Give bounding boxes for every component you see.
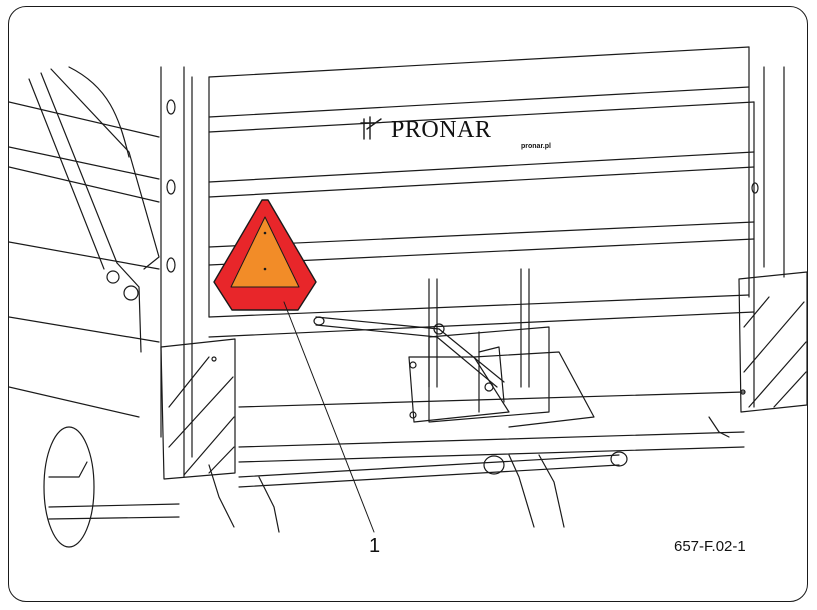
pronar-logo-icon: [360, 116, 382, 140]
slow-moving-vehicle-triangle-icon: [213, 199, 317, 311]
callout-leader-line: [283, 301, 375, 533]
brand-url-text: pronar.pl: [521, 143, 551, 150]
left-reflector-plate: [160, 338, 236, 480]
lamp-bracket: [408, 268, 595, 428]
right-reflector-plate: [738, 271, 807, 413]
underframe: [43, 416, 730, 548]
figure-code: 657-F.02-1: [674, 538, 746, 555]
hinge-holes: [166, 99, 759, 273]
figure-frame: PRONAR pronar.pl 1 657-F.02-1: [8, 6, 808, 602]
left-side-boards: [9, 101, 160, 418]
trailer-rear-drawing: [9, 46, 807, 548]
support-rod: [313, 316, 505, 388]
brand-logo-text: PRONAR: [391, 117, 492, 143]
lifting-arm: [28, 66, 160, 353]
callout-number: 1: [369, 535, 381, 557]
rear-wall: [160, 46, 785, 478]
